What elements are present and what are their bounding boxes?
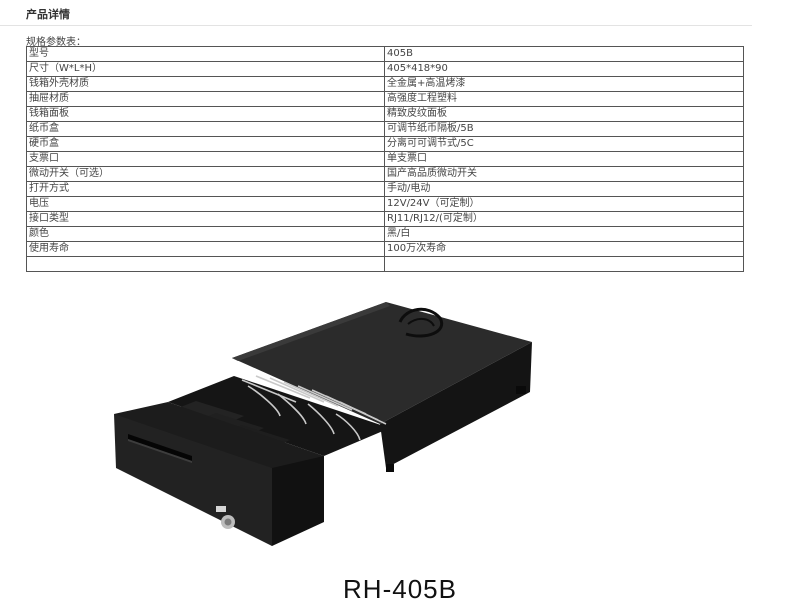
spec-key: 尺寸（W*L*H） <box>26 61 385 77</box>
spec-value: 100万次寿命 <box>384 241 744 257</box>
spec-key: 抽屉材质 <box>26 91 385 107</box>
spec-row: 钱箱外壳材质全金属+高温烤漆 <box>26 76 744 92</box>
spec-key: 电压 <box>26 196 385 212</box>
spec-value: 单支票口 <box>384 151 744 167</box>
cash-drawer-image <box>114 302 532 546</box>
spec-row: 纸币盒可调节纸币隔板/5B <box>26 121 744 137</box>
spec-key: 颜色 <box>26 226 385 242</box>
spec-value: 手动/电动 <box>384 181 744 197</box>
spec-row: 微动开关（可选）国产高品质微动开关 <box>26 166 744 182</box>
spec-value: 405B <box>384 46 744 62</box>
spec-row: 支票口单支票口 <box>26 151 744 167</box>
spec-row: 颜色黑/白 <box>26 226 744 242</box>
spec-row: 尺寸（W*L*H）405*418*90 <box>26 61 744 77</box>
spec-value: RJ11/RJ12/(可定制） <box>384 211 744 227</box>
spec-key: 使用寿命 <box>26 241 385 257</box>
spec-row: 钱箱面板精致皮纹面板 <box>26 106 744 122</box>
spec-value: 分离可可调节式/5C <box>384 136 744 152</box>
spec-key: 接口类型 <box>26 211 385 227</box>
spec-value <box>384 256 744 272</box>
spec-row: 打开方式手动/电动 <box>26 181 744 197</box>
spec-row: 抽屉材质高强度工程塑料 <box>26 91 744 107</box>
spec-value: 国产高品质微动开关 <box>384 166 744 182</box>
spec-key: 钱箱外壳材质 <box>26 76 385 92</box>
model-label: RH-405B <box>343 574 457 604</box>
spec-value: 精致皮纹面板 <box>384 106 744 122</box>
spec-key: 支票口 <box>26 151 385 167</box>
spec-row: 硬币盒分离可可调节式/5C <box>26 136 744 152</box>
title-divider <box>0 25 752 26</box>
spec-value: 黑/白 <box>384 226 744 242</box>
spec-row <box>26 256 744 272</box>
spec-value: 高强度工程塑料 <box>384 91 744 107</box>
spec-key: 打开方式 <box>26 181 385 197</box>
section-title: 产品详情 <box>26 8 70 21</box>
spec-table-caption: 规格参数表： <box>26 37 86 48</box>
spec-key <box>26 256 385 272</box>
spec-key: 钱箱面板 <box>26 106 385 122</box>
spec-key: 微动开关（可选） <box>26 166 385 182</box>
spec-key: 硬币盒 <box>26 136 385 152</box>
spec-value: 可调节纸币隔板/5B <box>384 121 744 137</box>
spec-key: 纸币盒 <box>26 121 385 137</box>
spec-key: 型号 <box>26 46 385 62</box>
spec-value: 405*418*90 <box>384 61 744 77</box>
spec-value: 全金属+高温烤漆 <box>384 76 744 92</box>
spec-value: 12V/24V（可定制） <box>384 196 744 212</box>
